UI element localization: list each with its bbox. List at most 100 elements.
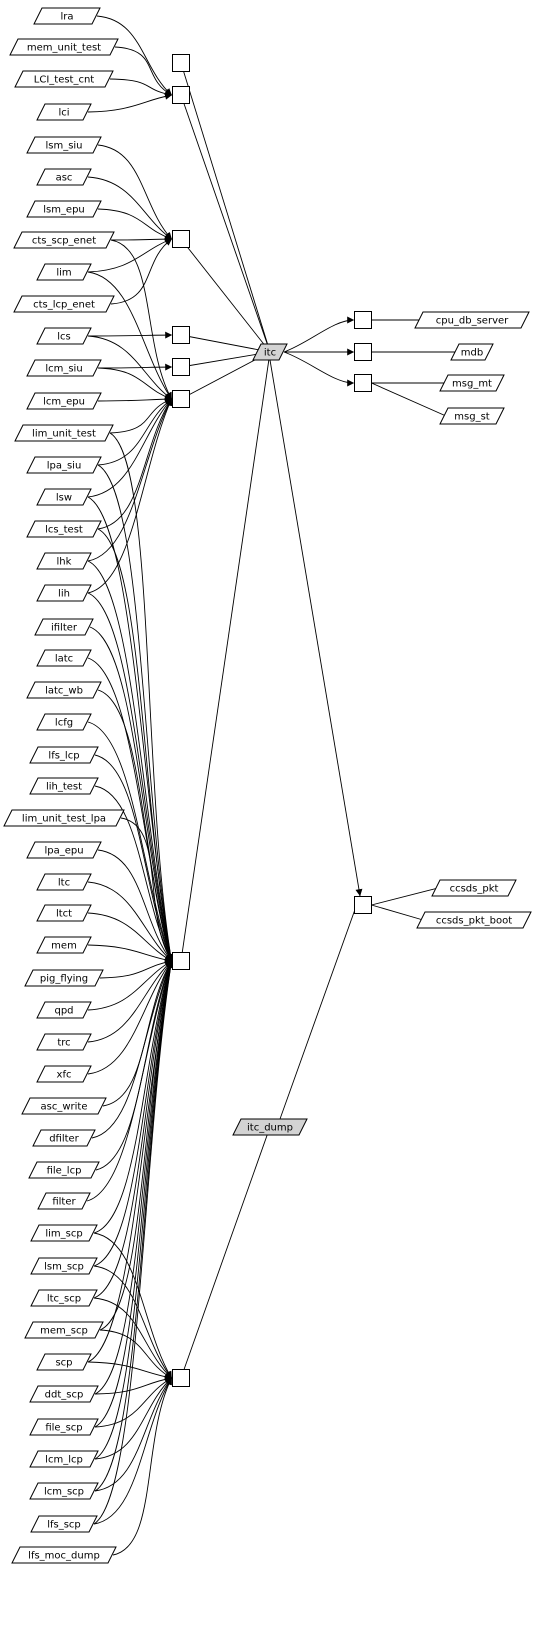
- node-ccsds-pkt-boot[interactable]: ccsds_pkt_boot: [416, 911, 532, 929]
- node-file-scp[interactable]: file_scp: [29, 1418, 99, 1436]
- edge-itc-to-B11: [283, 351, 355, 387]
- edge-lcs-to-B6: [87, 335, 173, 400]
- node-shape: [30, 1224, 98, 1242]
- node-cpu-db-server[interactable]: cpu_db_server: [414, 311, 530, 329]
- edge-mem-to-B7: [87, 944, 173, 964]
- node-label: lfs_scp: [47, 1520, 81, 1531]
- edge-lcs_test-to-B7: [97, 528, 174, 962]
- node-filter[interactable]: filter: [37, 1192, 91, 1210]
- edge-file_scp-to-B7: [94, 960, 174, 1428]
- edge-B5-to-itc: [180, 351, 271, 368]
- node-ifilter[interactable]: ifilter: [34, 618, 94, 636]
- node-lim-unit-test[interactable]: lim_unit_test: [14, 424, 114, 442]
- node-label: lsm_scp: [44, 1262, 84, 1273]
- node-cts-lcp-enet[interactable]: cts_lcp_enet: [13, 295, 115, 313]
- node-pig-flying[interactable]: pig_flying: [24, 969, 104, 987]
- node-shape: [24, 1321, 104, 1339]
- node-ltc-scp[interactable]: ltc_scp: [30, 1289, 98, 1307]
- node-label: scp: [55, 1358, 72, 1369]
- node-cts-scp-enet[interactable]: cts_scp_enet: [13, 231, 115, 249]
- edge-lcs_test-to-B6: [97, 398, 172, 530]
- node-shape: [414, 311, 530, 329]
- node-shape: [26, 359, 102, 377]
- node-lra[interactable]: lra: [33, 7, 101, 25]
- node-shape: [30, 1515, 98, 1533]
- edge-filter-to-B7: [86, 960, 173, 1202]
- node-lcm-epu[interactable]: lcm_epu: [26, 392, 102, 410]
- node-shape: [21, 1097, 107, 1115]
- node-lsm-siu[interactable]: lsm_siu: [26, 136, 102, 154]
- node-lcs-test[interactable]: lcs_test: [26, 520, 102, 538]
- node-lim-scp[interactable]: lim_scp: [30, 1224, 98, 1242]
- node-lsm-epu[interactable]: lsm_epu: [26, 200, 102, 218]
- node-ddt-scp[interactable]: ddt_scp: [29, 1385, 99, 1403]
- node-label: asc_write: [41, 1102, 88, 1113]
- node-mem-unit-test[interactable]: mem_unit_test: [9, 38, 119, 56]
- edge-B2-to-itc: [180, 94, 271, 353]
- node-label: latc_wb: [45, 686, 83, 697]
- node-lih-test[interactable]: lih_test: [29, 777, 99, 795]
- node-label: ddt_scp: [45, 1390, 84, 1401]
- edge-qpd-to-B7: [87, 960, 173, 1011]
- node-lfs-moc-dump[interactable]: lfs_moc_dump: [11, 1546, 117, 1564]
- junction-box-b4: [172, 326, 190, 344]
- node-itc[interactable]: itc: [252, 343, 288, 361]
- node-mem-scp[interactable]: mem_scp: [24, 1321, 104, 1339]
- edge-lim-to-B6: [87, 271, 172, 400]
- node-lcm-scp[interactable]: lcm_scp: [29, 1482, 99, 1500]
- node-ccsds-pkt[interactable]: ccsds_pkt: [431, 879, 517, 897]
- node-asc[interactable]: asc: [36, 168, 92, 186]
- node-label: lsm_siu: [45, 141, 82, 152]
- node-qpd[interactable]: qpd: [36, 1001, 92, 1019]
- node-shape: [26, 841, 102, 859]
- node-label: itc: [264, 348, 276, 359]
- edge-pig_flying-to-B7: [99, 958, 173, 979]
- node-xfc[interactable]: xfc: [36, 1065, 92, 1083]
- node-lci-test-cnt[interactable]: LCI_test_cnt: [14, 70, 114, 88]
- node-asc-write[interactable]: asc_write: [21, 1097, 107, 1115]
- edge-mem_scp-to-B8: [99, 1329, 173, 1379]
- node-scp[interactable]: scp: [36, 1353, 92, 1371]
- node-lsm-scp[interactable]: lsm_scp: [30, 1257, 98, 1275]
- edge-scp-to-B8: [87, 1361, 173, 1381]
- node-lih[interactable]: lih: [36, 584, 92, 602]
- node-label: lfs_moc_dump: [28, 1551, 100, 1562]
- node-lcm-lcp[interactable]: lcm_lcp: [29, 1450, 99, 1468]
- node-latc-wb[interactable]: latc_wb: [26, 681, 102, 699]
- node-lci[interactable]: lci: [36, 103, 92, 121]
- node-ltct[interactable]: ltct: [36, 904, 92, 922]
- node-lim-unit-test-lpa[interactable]: lim_unit_test_lpa: [3, 809, 125, 827]
- node-lcm-siu[interactable]: lcm_siu: [26, 359, 102, 377]
- node-shape: [11, 1546, 117, 1564]
- node-ltc[interactable]: ltc: [36, 873, 92, 891]
- node-lpa-epu[interactable]: lpa_epu: [26, 841, 102, 859]
- node-file-lcp[interactable]: file_lcp: [28, 1161, 100, 1179]
- node-lsw[interactable]: lsw: [36, 488, 92, 506]
- edge-lsm_epu-to-B3: [97, 208, 173, 241]
- node-lcs[interactable]: lcs: [36, 327, 92, 345]
- node-lim[interactable]: lim: [36, 263, 92, 281]
- node-itc-dump[interactable]: itc_dump: [232, 1118, 308, 1136]
- node-msg-st[interactable]: msg_st: [439, 407, 505, 425]
- node-trc[interactable]: trc: [36, 1033, 92, 1051]
- node-mdb[interactable]: mdb: [450, 343, 494, 361]
- node-lfs-scp[interactable]: lfs_scp: [30, 1515, 98, 1533]
- node-shape: [36, 103, 92, 121]
- node-shape: [29, 1482, 99, 1500]
- node-shape: [29, 1385, 99, 1403]
- node-msg-mt[interactable]: msg_mt: [439, 374, 505, 392]
- node-lhk[interactable]: lhk: [36, 552, 92, 570]
- node-dfilter[interactable]: dfilter: [32, 1129, 96, 1147]
- node-lfs-lcp[interactable]: lfs_lcp: [29, 746, 99, 764]
- node-lpa-siu[interactable]: lpa_siu: [26, 456, 102, 474]
- node-lcfg[interactable]: lcfg: [36, 713, 92, 731]
- node-latc[interactable]: latc: [36, 649, 92, 667]
- node-mem[interactable]: mem: [36, 936, 92, 954]
- node-label: lpa_epu: [44, 846, 83, 857]
- node-label: lih_test: [46, 782, 82, 793]
- node-shape: [439, 374, 505, 392]
- node-shape: [416, 911, 532, 929]
- edge-B12-to-ccsds_pkt_boot: [371, 904, 424, 921]
